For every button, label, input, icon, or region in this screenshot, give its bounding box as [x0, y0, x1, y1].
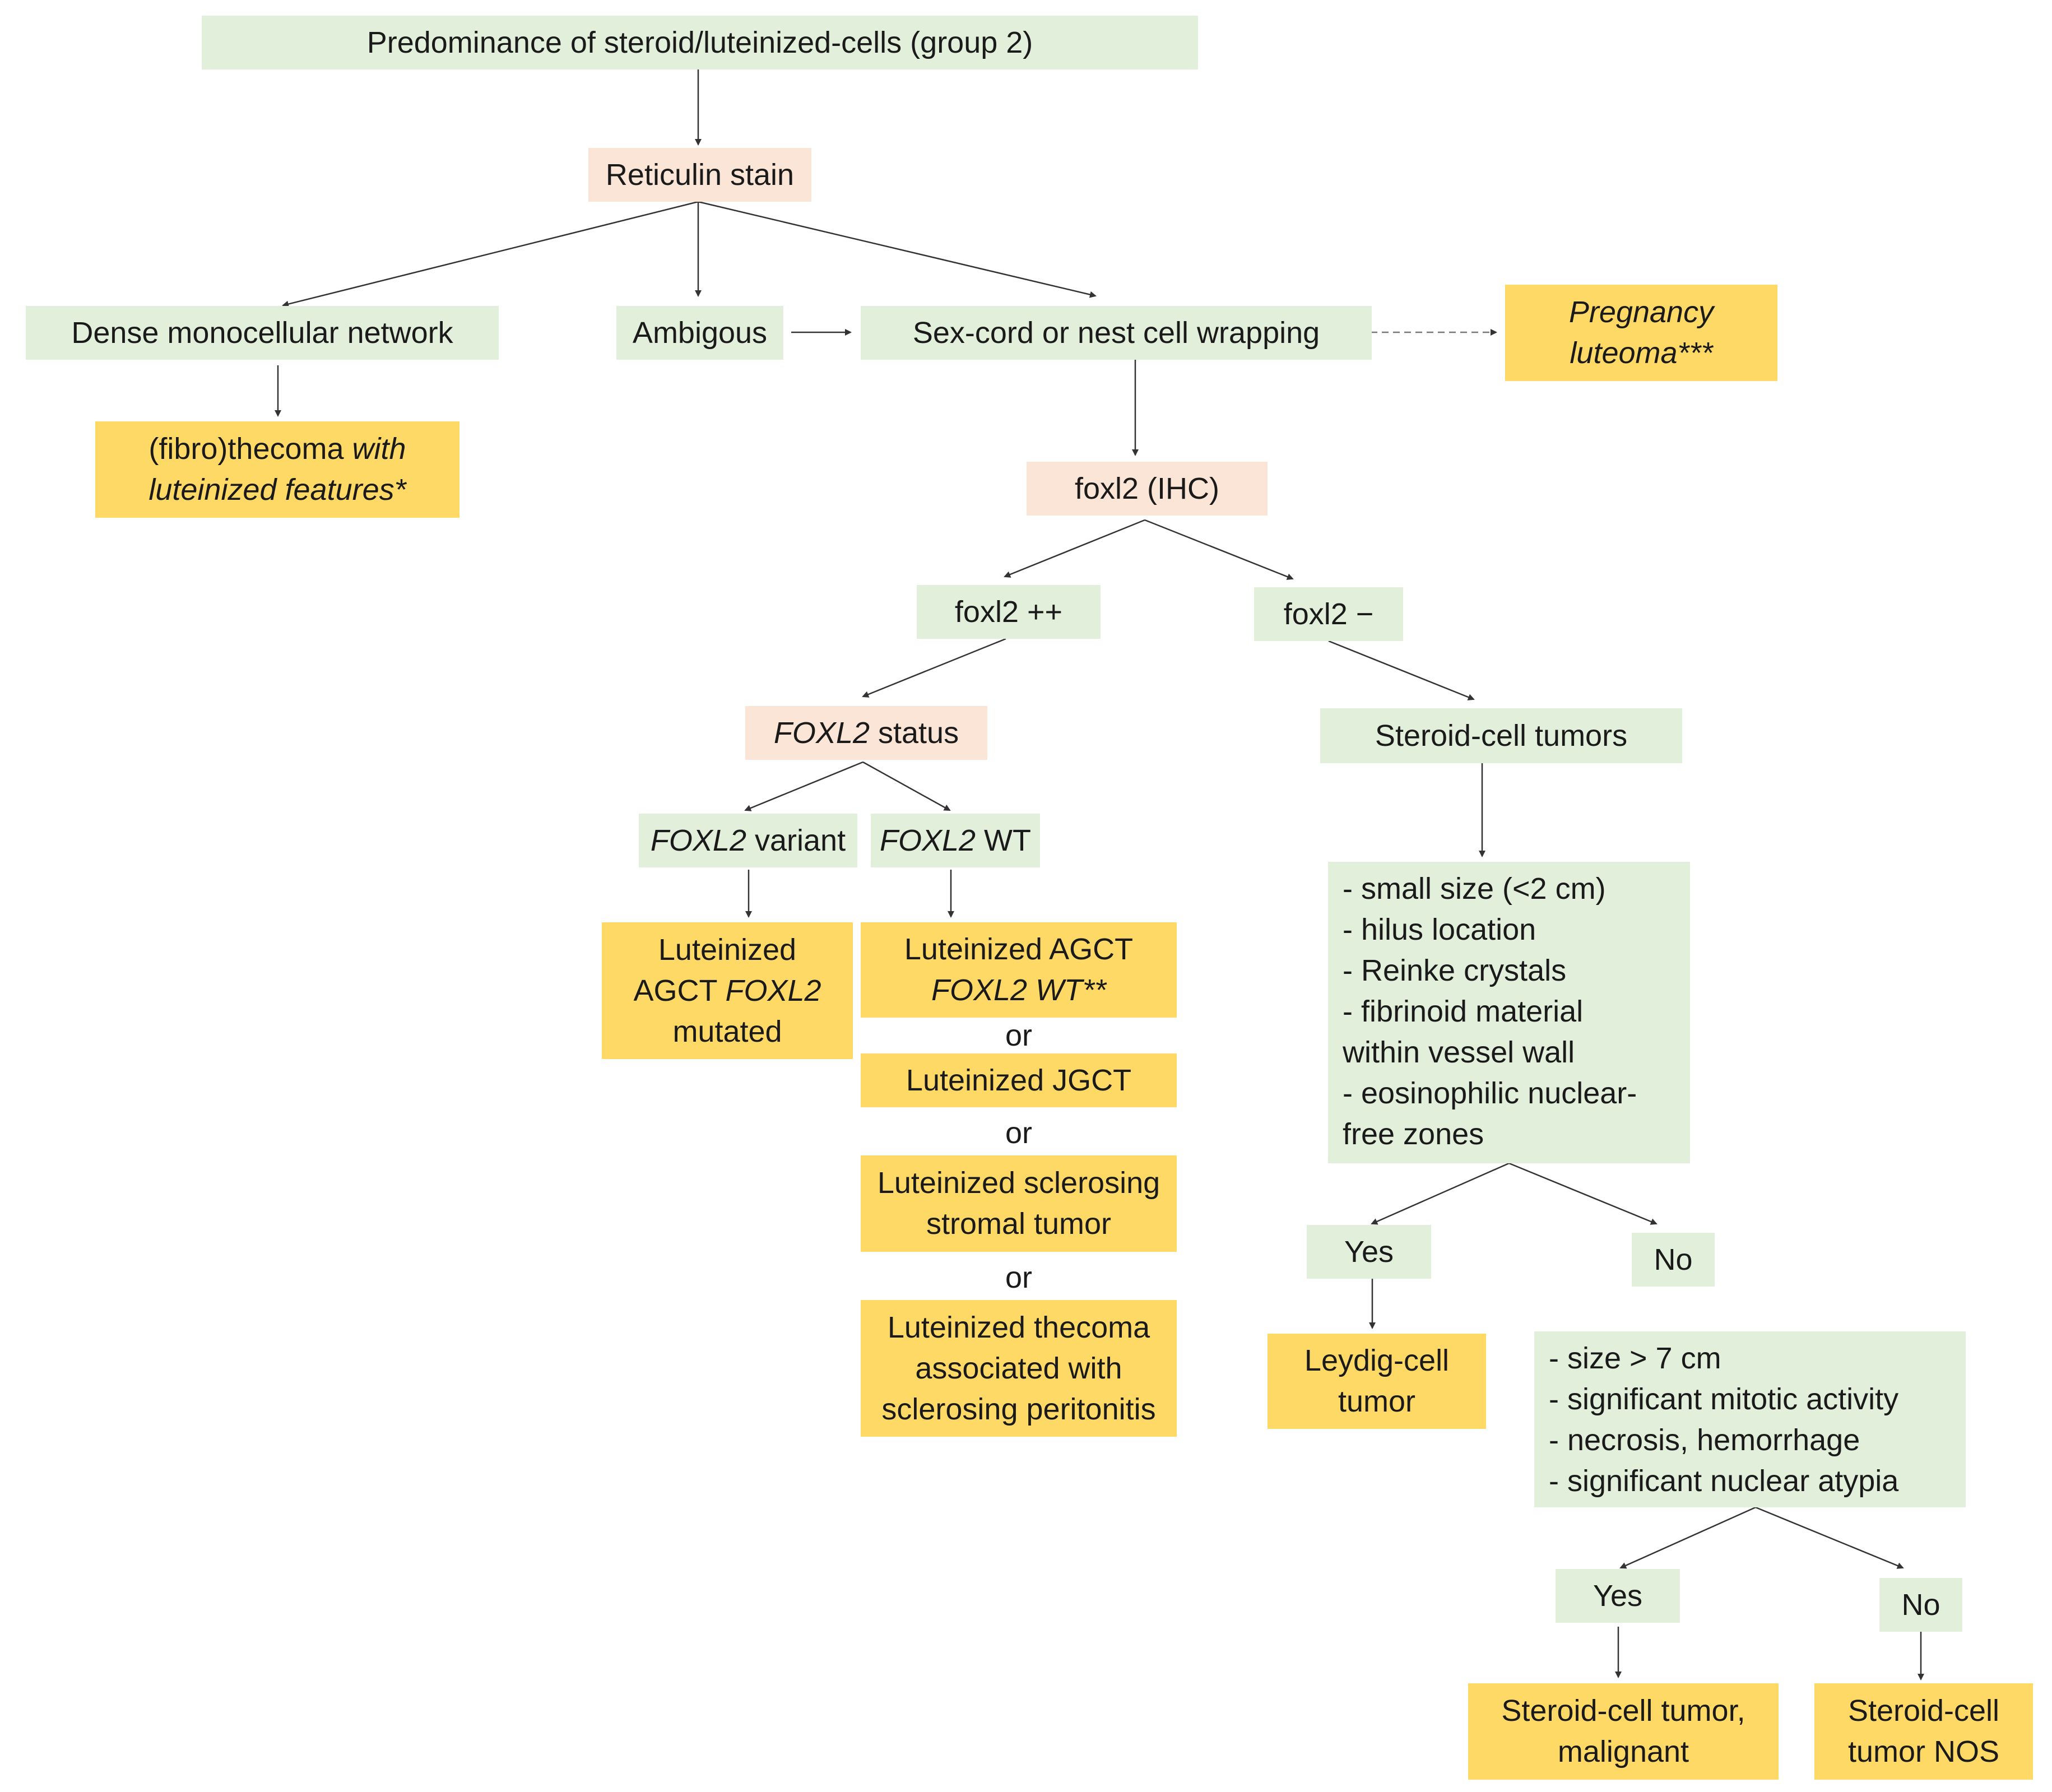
node-thecoma-peritonitis: Luteinized thecoma associated with scler… [861, 1300, 1177, 1437]
node-criteria-1: - small size (<2 cm) - hilus location - … [1328, 862, 1690, 1163]
or-label-3: or [1005, 1261, 1032, 1294]
node-root: Predominance of steroid/luteinized-cells… [202, 16, 1198, 69]
arrow-criteria1-no [1508, 1162, 1658, 1225]
node-agct-mutated: Luteinized AGCT FOXL2 mutated [602, 922, 853, 1059]
node-sexcord: Sex-cord or nest cell wrapping [861, 306, 1372, 360]
arrow-ihc-pos [1004, 519, 1145, 578]
node-foxl2-wt: FOXL2 WT [871, 814, 1040, 867]
node-no-2: No [1879, 1578, 1962, 1632]
arrow-criteria2-no [1755, 1506, 1904, 1569]
node-leydig: Leydig-cell tumor [1268, 1334, 1486, 1429]
node-steroid-malignant: Steroid-cell tumor, malignant [1468, 1683, 1779, 1780]
or-label-1: or [1005, 1019, 1032, 1052]
arrow-reticulin-sexcord [698, 201, 1097, 298]
node-no-1: No [1632, 1233, 1715, 1287]
node-yes-2: Yes [1556, 1569, 1680, 1623]
arrow-neg-steroid [1328, 640, 1475, 700]
arrow-ihc-neg [1144, 519, 1294, 580]
node-foxl2-ihc: foxl2 (IHC) [1027, 462, 1268, 516]
node-yes-1: Yes [1307, 1225, 1431, 1279]
node-fibrothecoma: (fibro)thecoma with luteinized features* [95, 421, 459, 518]
node-ambigous: Ambigous [616, 306, 783, 360]
node-pregnancy-luteoma: Pregnancy luteoma*** [1505, 285, 1777, 381]
node-reticulin: Reticulin stain [588, 148, 811, 202]
node-foxl2-positive: foxl2 ++ [917, 585, 1101, 639]
arrow-criteria2-yes [1619, 1506, 1756, 1569]
arrow-criteria1-yes [1371, 1162, 1510, 1225]
node-foxl2-negative: foxl2 − [1254, 587, 1403, 641]
node-sclerosing-stromal: Luteinized sclerosing stromal tumor [861, 1155, 1177, 1252]
or-label-2: or [1005, 1116, 1032, 1150]
arrow-reticulin-dense [282, 201, 699, 308]
arrow-status-variant [744, 761, 863, 811]
arrow-status-wt [862, 761, 951, 811]
node-criteria-2: - size > 7 cm - significant mitotic acti… [1534, 1331, 1966, 1507]
node-foxl2-status: FOXL2 status [745, 706, 987, 760]
node-jgct: Luteinized JGCT [861, 1053, 1177, 1107]
node-foxl2-variant: FOXL2 variant [639, 814, 857, 867]
node-agct-wt: Luteinized AGCT FOXL2 WT** [861, 922, 1177, 1018]
arrow-pos-status [862, 638, 1006, 698]
node-steroid-cell-tumors: Steroid-cell tumors [1320, 708, 1682, 763]
node-steroid-nos: Steroid-cell tumor NOS [1814, 1683, 2033, 1780]
node-dense: Dense monocellular network [26, 306, 499, 360]
